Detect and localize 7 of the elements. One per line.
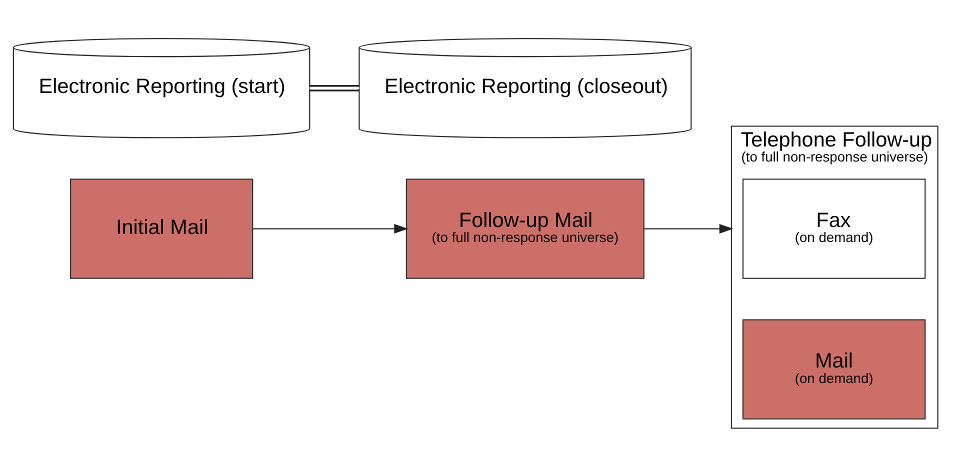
connector [310,84,360,91]
arrow [252,223,408,234]
node-box: Initial Mail [70,178,254,278]
arrow [644,223,734,234]
node-box: Fax (on demand) [742,178,926,278]
node-box: Mail (on demand) [742,318,926,420]
node-box: Follow-up Mail (to full non-response universe) [406,178,644,278]
